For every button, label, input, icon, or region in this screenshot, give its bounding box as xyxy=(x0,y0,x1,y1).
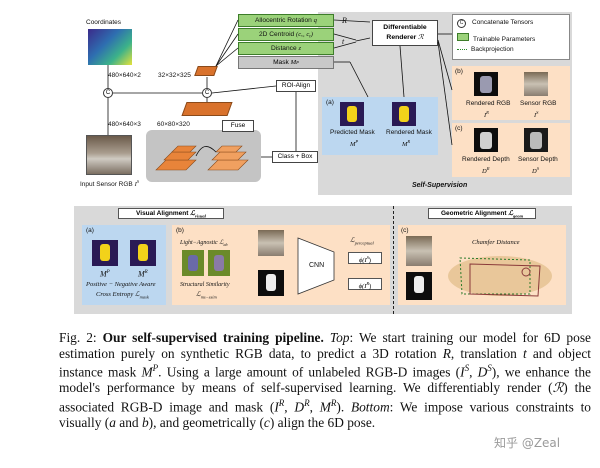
coordinates-image xyxy=(88,29,132,65)
bottom-sensor-depth xyxy=(406,236,432,266)
pn-aware-line1: Positive − Negative Aware xyxy=(86,281,156,288)
sensor-rgb-sym: IS xyxy=(534,110,539,120)
panel-c-tag: (c) xyxy=(455,125,463,132)
self-supervision-label: Self-Supervision xyxy=(412,182,468,189)
rendered-rgb-image xyxy=(474,72,498,96)
head-centroid: 2D Centroid (cₓ, cᵧ) xyxy=(238,28,334,41)
roi-align-box: ROI-Align xyxy=(276,80,316,92)
bottom-mp-sym: MP xyxy=(100,269,110,279)
panel-c-top xyxy=(452,123,570,177)
lab-label: Light−Agnostic ℒab xyxy=(180,240,228,248)
feature-pyramid xyxy=(155,145,249,171)
bottom-rendered-rgb xyxy=(258,270,284,296)
sensor-rgb-image xyxy=(524,72,548,96)
pred-mask-sym: MP xyxy=(350,139,359,149)
lab-image-1 xyxy=(182,250,204,276)
watermark: 知乎 @Zeal xyxy=(494,436,561,450)
dim-feat2: 60×80×320 xyxy=(157,121,190,128)
panel-b-top xyxy=(452,66,570,120)
rendered-depth-image xyxy=(474,128,498,152)
dim-coord: 480×640×2 xyxy=(108,72,141,79)
dim-feat1: 32×32×325 xyxy=(158,72,191,79)
bottom-b-tag: (b) xyxy=(176,227,184,234)
ssim-sym: ℒms−ssim xyxy=(196,291,217,300)
predicted-mask-image xyxy=(340,102,364,126)
chamfer-point-clouds xyxy=(448,256,552,297)
perceptual-label: ℒperceptual xyxy=(350,237,374,246)
fuse-box: Fuse xyxy=(222,120,254,132)
geom-title-box: Geometric Alignment ℒgeom xyxy=(428,208,536,219)
bottom-sensor-rgb xyxy=(258,230,284,256)
bottom-mr-image xyxy=(130,240,156,266)
figure-caption: Fig. 2: Our self-supervised training pip… xyxy=(59,330,592,430)
head-distance: Distance z xyxy=(238,42,334,55)
rend-mask-label: Rendered Mask xyxy=(386,129,432,136)
rendered-depth-sym: DR xyxy=(482,166,490,176)
class-box-box: Class + Box xyxy=(272,151,318,163)
pn-aware-line2: Cross Entropy ℒmask xyxy=(96,291,149,300)
bottom-divider xyxy=(393,206,394,314)
concat-circle-right: C xyxy=(202,88,212,98)
phi-is-box: ϕ(IS) xyxy=(348,252,382,264)
bottom-a-tag: (a) xyxy=(86,227,94,234)
caption-fig-label: Fig. 2: xyxy=(59,330,97,345)
bottom-c-tag: (c) xyxy=(401,227,409,234)
ssim-line1: Structural Similarity xyxy=(180,282,230,288)
caption-title: Our self-supervised training pipeline. xyxy=(102,330,324,345)
rendered-depth-label: Rendered Depth xyxy=(462,156,510,163)
cnn-trapezoid xyxy=(297,237,335,295)
top-connectors xyxy=(107,19,453,158)
legend-backproj: Backprojection xyxy=(471,46,514,53)
rend-mask-sym: MR xyxy=(402,139,411,149)
bottom-rendered-depth xyxy=(406,272,432,300)
rendered-mask-image xyxy=(392,102,416,126)
head-rotation: Allocentric Rotation q xyxy=(238,14,334,27)
out-t: t xyxy=(342,37,345,46)
legend-concat: Concatenate Tensors xyxy=(472,19,534,26)
visual-title-box: Visual Alignment ℒvisual xyxy=(118,208,224,219)
sensor-depth-label: Sensor Depth xyxy=(518,156,558,163)
sensor-rgb-label: Sensor RGB xyxy=(520,100,557,107)
rendered-rgb-sym: IR xyxy=(484,110,489,120)
cnn-label: CNN xyxy=(309,262,325,269)
input-rgb-image xyxy=(86,135,132,175)
coordinates-label: Coordinates xyxy=(86,19,122,26)
concat-circle-left: C xyxy=(103,88,113,98)
bottom-mr-sym: MR xyxy=(138,269,148,279)
chamfer-label: Chamfer Distance xyxy=(472,239,520,246)
dim-rgb: 480×640×3 xyxy=(108,121,141,128)
input-label: Input Sensor RGB IS xyxy=(80,179,139,189)
pred-mask-label: Predicted Mask xyxy=(330,129,375,136)
rendered-rgb-label: Rendered RGB xyxy=(466,100,511,107)
differentiable-renderer: Differentiable Renderer ℛ xyxy=(372,20,438,46)
lab-image-2 xyxy=(208,250,230,276)
panel-b-tag: (b) xyxy=(455,68,463,75)
phi-ir-box: ϕ(IR) xyxy=(348,278,382,290)
panel-a-tag: (a) xyxy=(326,99,334,106)
sensor-depth-sym: DS xyxy=(532,166,539,176)
bottom-mp-image xyxy=(92,240,118,266)
sensor-depth-image xyxy=(524,128,548,152)
legend-trainable: Trainable Parameters xyxy=(473,36,536,43)
